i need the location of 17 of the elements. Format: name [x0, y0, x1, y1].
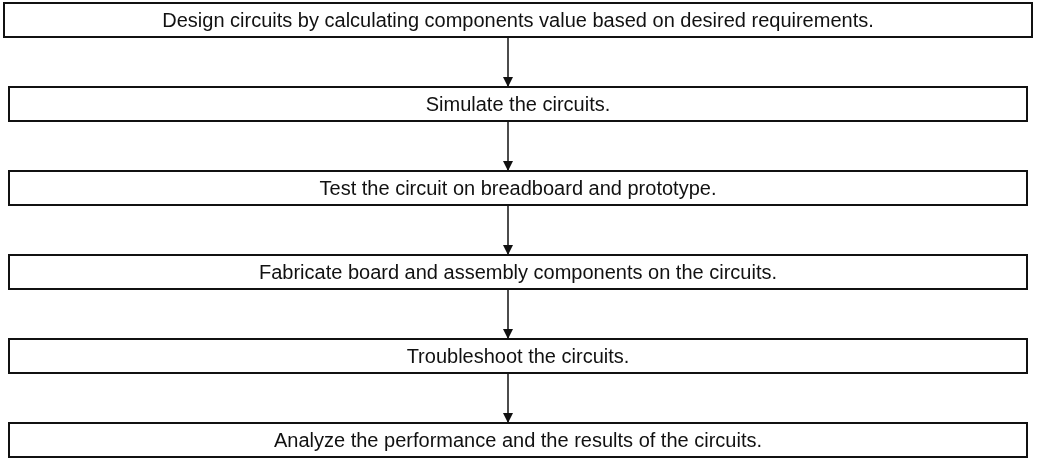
process-box: [8, 86, 1028, 122]
step-text: Troubleshoot the circuits.: [406, 344, 630, 368]
step-text: Design circuits by calculating components value based on desired requirements.: [162, 8, 874, 32]
process-box: [3, 2, 1033, 38]
arrow: [503, 373, 513, 423]
process-box: [8, 422, 1028, 458]
arrow: [503, 121, 513, 171]
step-text: Analyze the performance and the results of the circuits.: [274, 428, 762, 452]
process-box: [8, 338, 1028, 374]
arrow: [503, 37, 513, 87]
step-text: Test the circuit on breadboard and prototype.: [319, 176, 717, 200]
step-text: Simulate the circuits.: [425, 92, 611, 116]
process-box: [8, 170, 1028, 206]
step-text: Fabricate board and assembly components on the circuits.: [258, 260, 777, 284]
process-box: [8, 254, 1028, 290]
arrow: [503, 205, 513, 255]
arrow: [503, 289, 513, 339]
